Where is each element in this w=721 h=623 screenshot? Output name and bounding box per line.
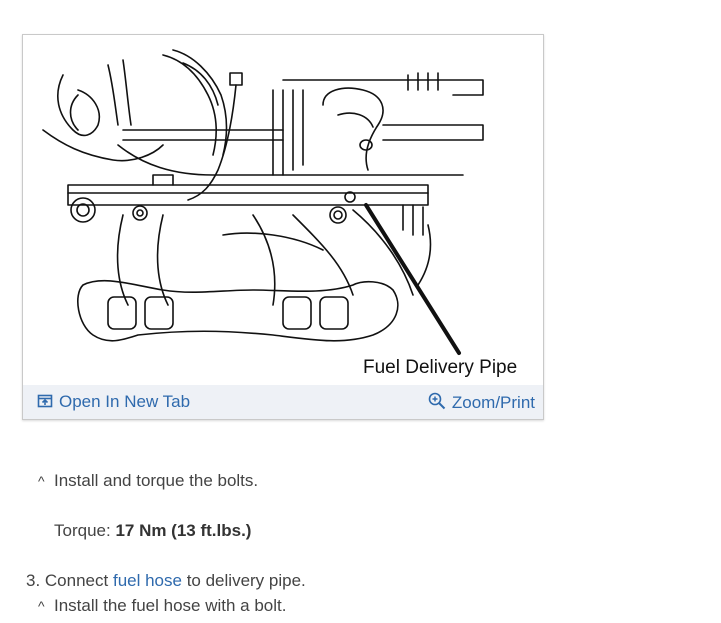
install-hose-line: ^ Install the fuel hose with a bolt. [38, 596, 286, 616]
torque-value: 17 Nm (13 ft.lbs.) [115, 521, 252, 540]
open-in-new-tab-icon [37, 394, 53, 408]
install-hose-text: Install the fuel hose with a bolt. [54, 596, 287, 615]
zoom-print-link[interactable]: Zoom/Print [428, 392, 535, 413]
install-bolts-line: ^ Install and torque the bolts. [38, 471, 258, 491]
torque-line: Torque: 17 Nm (13 ft.lbs.) [54, 521, 251, 541]
step-3-prefix: 3. Connect [26, 571, 109, 590]
torque-label: Torque: [54, 521, 111, 540]
open-in-new-tab-label: Open In New Tab [59, 392, 191, 411]
fuel-hose-link[interactable]: fuel hose [112, 571, 182, 590]
bullet-caret: ^ [38, 598, 45, 614]
figure-panel: Fuel Delivery Pipe Open In New Tab Zoom/… [22, 34, 544, 420]
zoom-print-label: Zoom/Print [451, 393, 535, 412]
zoom-in-icon [428, 392, 446, 410]
figure-toolbar: Open In New Tab Zoom/Print [23, 385, 543, 419]
bullet-caret: ^ [38, 473, 45, 489]
step-3-line: 3. Connect fuel hose to delivery pipe. [26, 571, 306, 591]
step-3-suffix: to delivery pipe. [186, 571, 306, 590]
fuel-delivery-pipe-diagram [42, 49, 484, 355]
install-bolts-text: Install and torque the bolts. [54, 471, 259, 490]
open-in-new-tab-link[interactable]: Open In New Tab [37, 392, 190, 412]
fuel-delivery-pipe-callout: Fuel Delivery Pipe [363, 357, 518, 378]
